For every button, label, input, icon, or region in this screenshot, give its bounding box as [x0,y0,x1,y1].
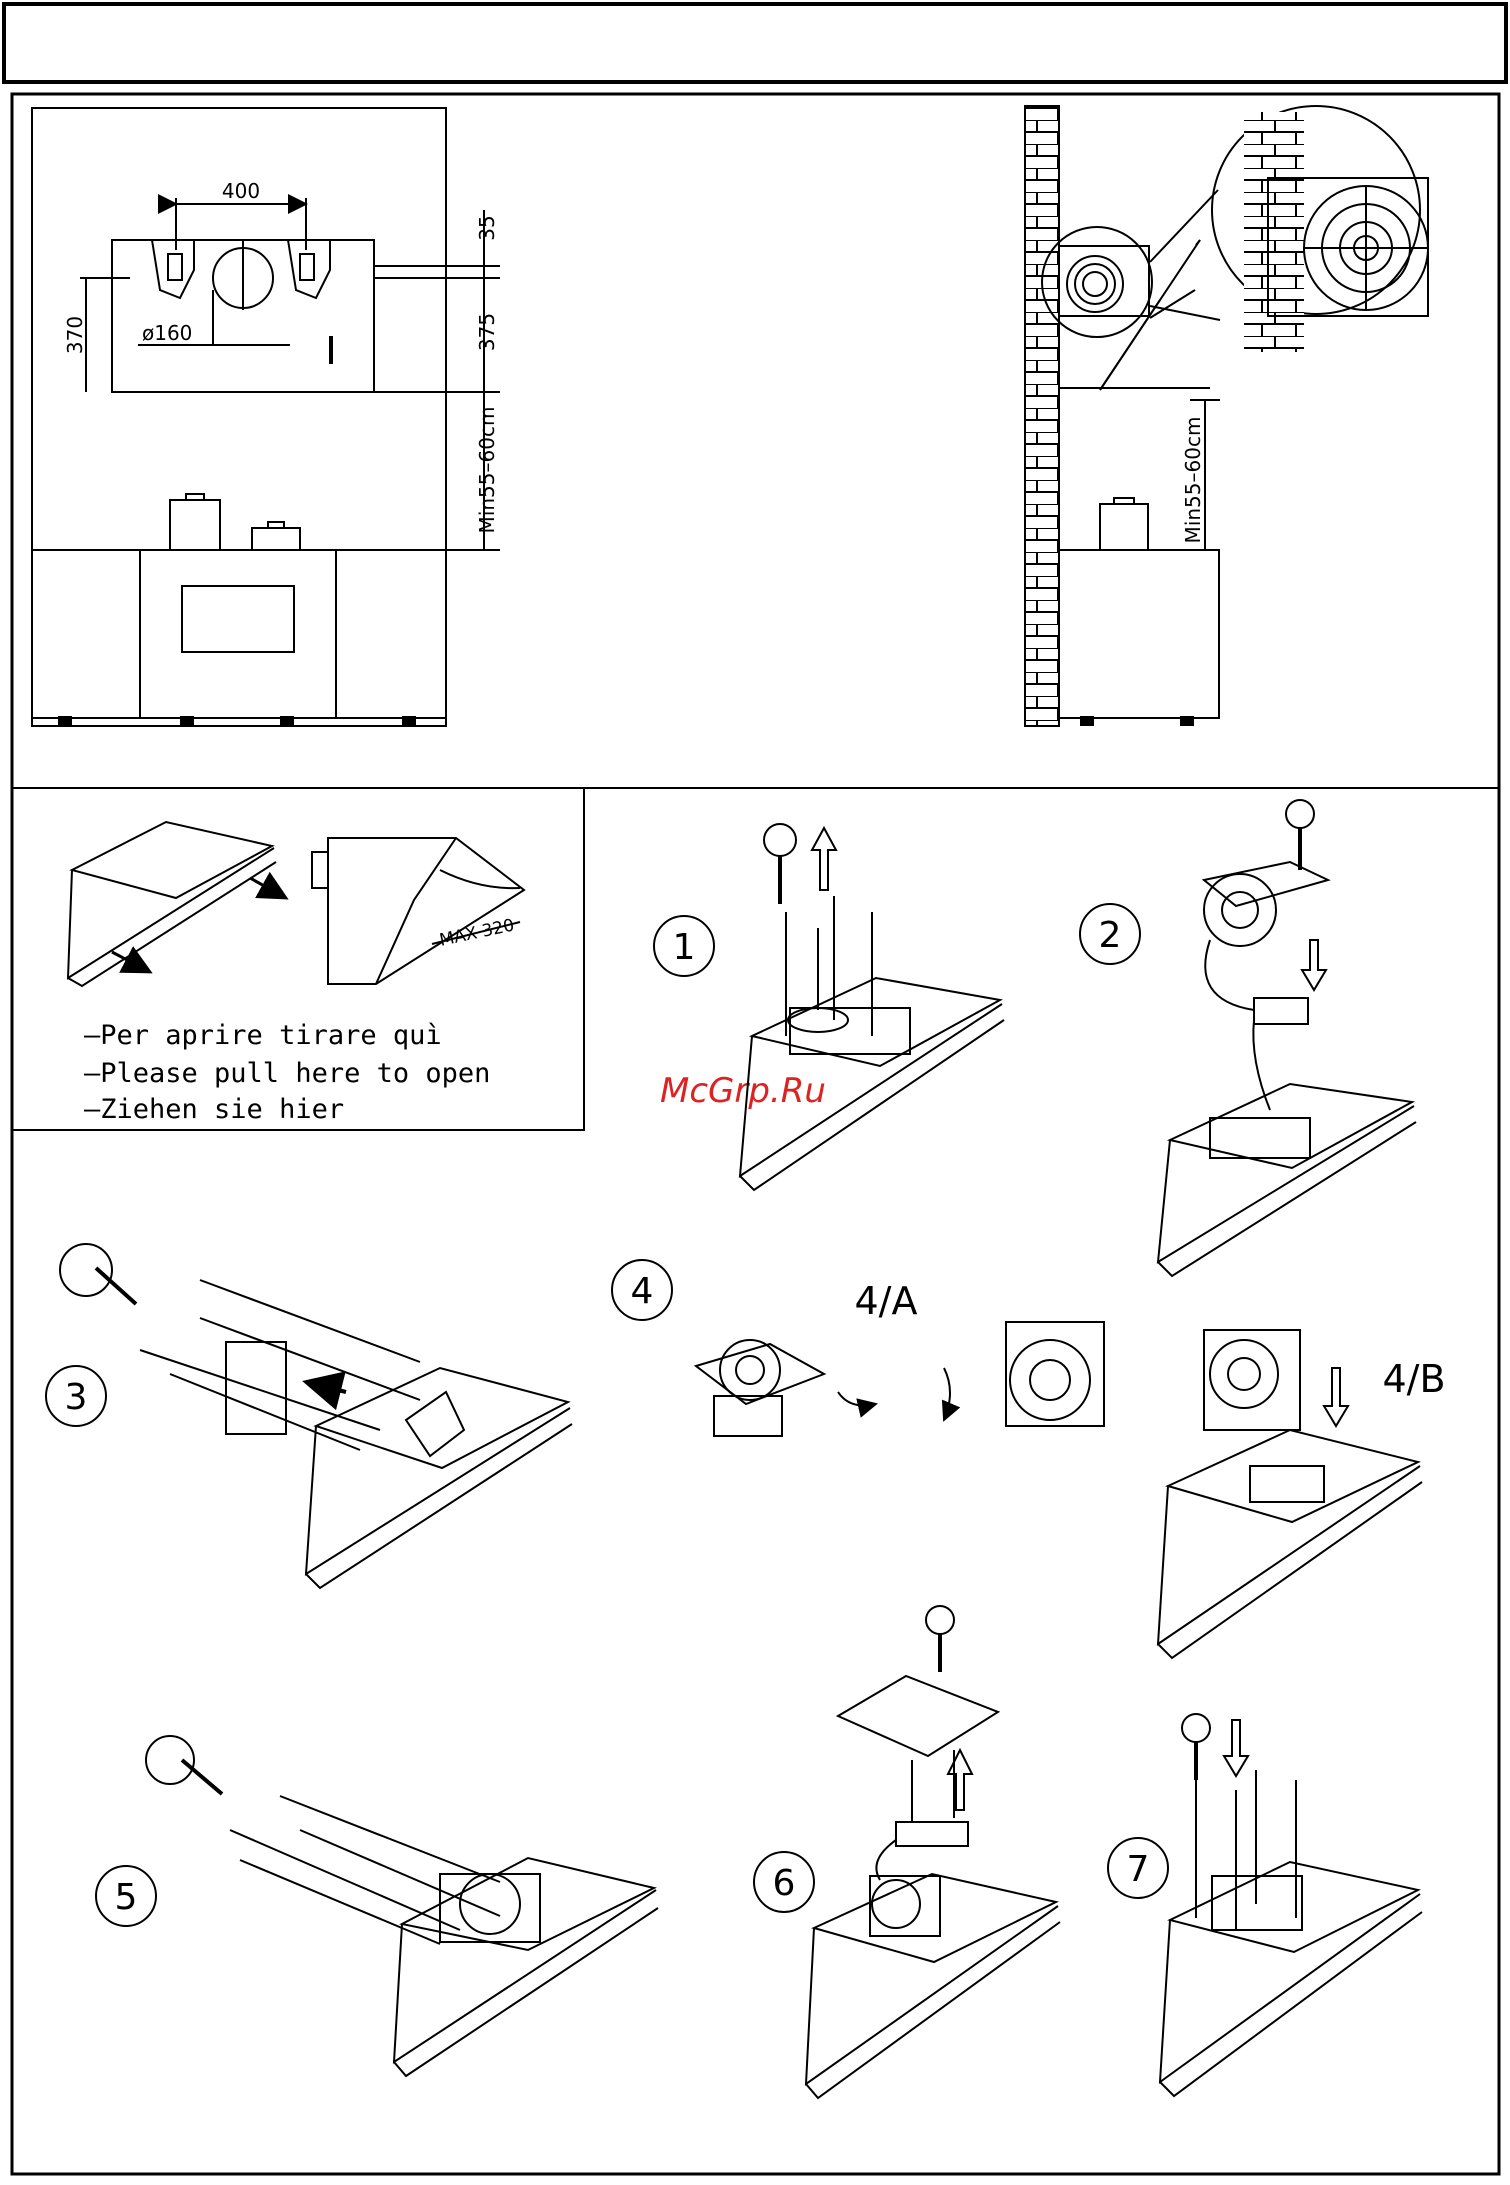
dim-height-right: 375 [475,313,499,351]
dim-clearance-side: Min55–60cm [1181,417,1205,544]
screwdriver-icon [1182,1714,1210,1780]
step-1-hood [740,896,1004,1190]
step-4-motor [696,1322,1104,1436]
dim-clearance-front: Min55–60cm [475,407,499,534]
step-2-label: 2 [1099,915,1122,956]
screwdriver-icon [1286,800,1314,870]
screwdriver-icon [764,824,796,904]
step-drawings [60,800,1422,2098]
open-panel-drawing [68,822,524,986]
front-view-drawing [32,108,500,726]
step-4a-label: 4/A [855,1279,918,1323]
step-5-label: 5 [115,1877,138,1918]
step-2-hood [1158,862,1416,1276]
instruction-it: –Per aprire tirare quì [84,1020,442,1051]
header-box [4,4,1506,82]
side-view-drawing [1025,106,1428,726]
arrow-up-icon [948,1750,972,1810]
main-frame [12,94,1499,2174]
arrow-down-icon [1302,940,1326,990]
dim-diameter: ø160 [142,321,192,345]
instruction-de: –Ziehen sie hier [84,1094,344,1125]
step-6-label: 6 [773,1863,796,1904]
step-7-label: 7 [1127,1849,1150,1890]
dim-width: 400 [222,179,260,203]
step-4-label: 4 [631,1271,654,1312]
watermark: McGrp.Ru [660,1071,826,1111]
rotate-arrow-icon [146,1736,222,1794]
step-5-hood [230,1796,658,2076]
step-4b-label: 4/B [1382,1357,1445,1401]
screwdriver-icon [926,1606,954,1672]
rotate-arrow-icon [60,1244,136,1304]
arrow-down-icon [1224,1720,1248,1776]
dim-top-gap: 35 [475,215,499,240]
step-1-label: 1 [673,927,696,968]
step-3-hood [140,1280,572,1588]
arrow-up-icon [812,828,836,890]
step-7-hood [1160,1770,1422,2096]
step-3-label: 3 [65,1377,88,1418]
step-6-hood [806,1676,1060,2098]
dim-height-left: 370 [63,316,87,354]
arrow-down-icon [1324,1368,1348,1426]
instruction-en: –Please pull here to open [84,1058,490,1089]
